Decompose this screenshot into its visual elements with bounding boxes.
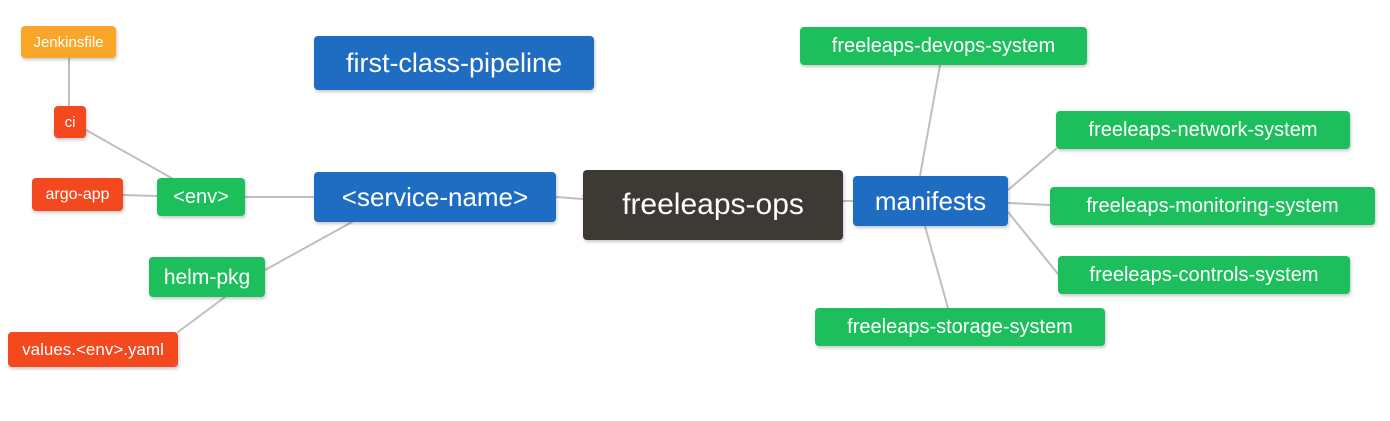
node-label-values-env-yaml: values.<env>.yaml — [22, 340, 164, 359]
node-label-service-name: <service-name> — [341, 182, 529, 212]
node-label-manifests: manifests — [874, 186, 987, 216]
node-first-class-pipeline[interactable]: first-class-pipeline — [314, 36, 594, 90]
edge-manifests-to-freeleaps-monitoring-system — [1007, 202, 1051, 206]
edge-manifests-to-freeleaps-network-system — [1007, 148, 1057, 191]
node-service-name[interactable]: <service-name> — [314, 172, 556, 222]
node-helm-pkg[interactable]: helm-pkg — [149, 257, 265, 297]
node-label-first-class-pipeline: first-class-pipeline — [345, 47, 563, 78]
node-label-freeleaps-ops: freeleaps-ops — [622, 188, 804, 221]
node-label-freeleaps-storage-system: freeleaps-storage-system — [847, 316, 1073, 338]
node-freeleaps-storage-system[interactable]: freeleaps-storage-system — [815, 308, 1105, 346]
node-freeleaps-network-system[interactable]: freeleaps-network-system — [1056, 111, 1350, 149]
node-ci[interactable]: ci — [54, 106, 86, 138]
node-label-freeleaps-devops-system: freeleaps-devops-system — [831, 35, 1056, 57]
node-label-ci: ci — [64, 113, 76, 131]
node-jenkinsfile[interactable]: Jenkinsfile — [21, 26, 116, 58]
node-freeleaps-devops-system[interactable]: freeleaps-devops-system — [800, 27, 1087, 65]
edge-freeleaps-ops-to-service-name — [555, 196, 584, 200]
node-label-helm-pkg: helm-pkg — [163, 265, 251, 289]
node-label-jenkinsfile: Jenkinsfile — [33, 33, 104, 51]
edge-env-to-ci — [85, 129, 176, 181]
node-freeleaps-ops[interactable]: freeleaps-ops — [583, 170, 843, 240]
node-values-env-yaml[interactable]: values.<env>.yaml — [8, 332, 178, 367]
edge-env-to-argo-app — [122, 194, 158, 197]
edge-service-name-to-helm-pkg — [264, 221, 353, 271]
node-label-freeleaps-monitoring-system: freeleaps-monitoring-system — [1086, 195, 1339, 217]
node-manifests[interactable]: manifests — [853, 176, 1008, 226]
node-label-argo-app: argo-app — [45, 185, 110, 203]
edge-manifests-to-freeleaps-devops-system — [919, 64, 941, 177]
edge-manifests-to-freeleaps-storage-system — [924, 225, 949, 309]
node-label-freeleaps-network-system: freeleaps-network-system — [1088, 119, 1318, 141]
node-freeleaps-monitoring-system[interactable]: freeleaps-monitoring-system — [1050, 187, 1375, 225]
node-argo-app[interactable]: argo-app — [32, 178, 123, 211]
edge-helm-pkg-to-values-env-yaml — [177, 296, 226, 333]
node-freeleaps-controls-system[interactable]: freeleaps-controls-system — [1058, 256, 1350, 294]
node-label-freeleaps-controls-system: freeleaps-controls-system — [1089, 264, 1319, 286]
node-label-env: <env> — [173, 186, 229, 208]
node-env[interactable]: <env> — [157, 178, 245, 216]
